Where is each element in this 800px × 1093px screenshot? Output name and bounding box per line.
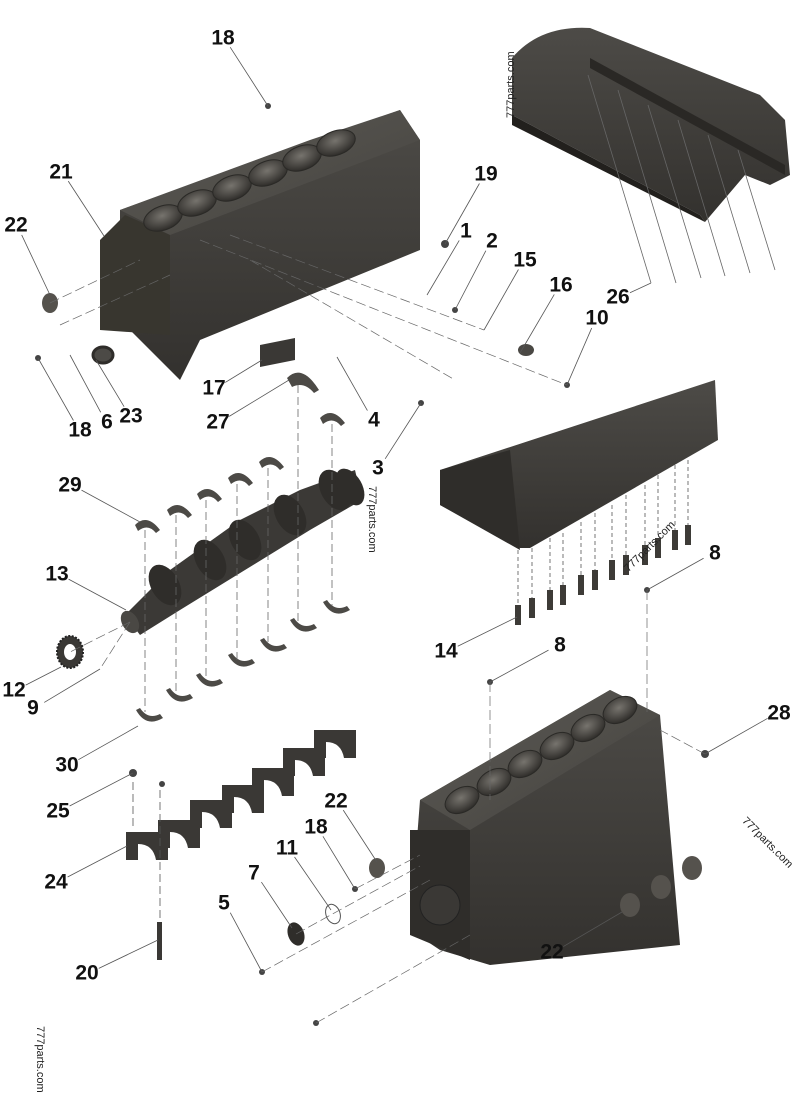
leader-line-13: [68, 578, 127, 611]
callout-label-18[interactable]: 18: [68, 418, 92, 442]
callout-label-29[interactable]: 29: [58, 473, 82, 497]
callout-label-28[interactable]: 28: [767, 701, 791, 725]
upper-bearing-shells: [135, 372, 345, 533]
leader-line-1: [426, 240, 460, 296]
callout-label-22[interactable]: 22: [540, 940, 564, 964]
callout-label-18[interactable]: 18: [211, 26, 235, 50]
leader-line-23: [95, 359, 125, 407]
callout-label-30[interactable]: 30: [55, 753, 79, 777]
leader-line-12: [25, 666, 62, 686]
leader-line-8: [489, 649, 549, 683]
leader-line-18: [37, 357, 74, 421]
leader-line-19: [444, 183, 480, 245]
callout-label-9[interactable]: 9: [27, 696, 39, 720]
leader-line-9: [44, 668, 101, 703]
leader-line-4: [336, 356, 368, 411]
leader-line-16: [519, 294, 555, 354]
callout-label-13[interactable]: 13: [45, 562, 69, 586]
callout-label-1[interactable]: 1: [460, 219, 472, 243]
callout-label-23[interactable]: 23: [119, 404, 143, 428]
callout-label-5[interactable]: 5: [218, 891, 230, 915]
leader-line-17: [225, 359, 263, 383]
callout-label-16[interactable]: 16: [549, 273, 573, 297]
leader-line-21: [67, 180, 105, 237]
leader-line-28: [704, 717, 768, 755]
main-bearing-caps-24: [126, 730, 356, 860]
watermark-text: 777parts.com: [366, 486, 378, 553]
callout-label-26[interactable]: 26: [606, 285, 630, 309]
leader-line-26: [629, 282, 652, 294]
leader-line-18: [229, 46, 269, 107]
callout-label-22[interactable]: 22: [4, 213, 28, 237]
leader-line-5: [229, 912, 263, 973]
callout-label-7[interactable]: 7: [248, 861, 260, 885]
callout-label-4[interactable]: 4: [368, 408, 380, 432]
lower-bearing-shells: [136, 600, 350, 722]
callout-label-3[interactable]: 3: [372, 456, 384, 480]
leader-line-27: [228, 379, 290, 417]
ladder-frame-bolts-26: [587, 74, 776, 284]
leader-line-10: [566, 327, 593, 386]
crank-gear-12: [56, 635, 84, 669]
leader-line-8: [646, 557, 704, 591]
leader-line-30: [78, 725, 139, 761]
callout-label-21[interactable]: 21: [49, 160, 73, 184]
cylinder-block-underside: [440, 380, 718, 550]
callout-label-10[interactable]: 10: [585, 306, 609, 330]
leader-line-22: [563, 911, 623, 947]
leader-line-11: [294, 856, 332, 911]
leader-line-25: [69, 772, 134, 807]
callout-label-15[interactable]: 15: [513, 248, 537, 272]
callout-label-6[interactable]: 6: [101, 410, 113, 434]
watermark-text: 777parts.com: [505, 51, 517, 118]
leader-line-20: [98, 939, 159, 969]
leader-line-15: [483, 269, 519, 331]
callout-label-17[interactable]: 17: [202, 376, 226, 400]
callout-label-2[interactable]: 2: [486, 229, 498, 253]
callout-label-19[interactable]: 19: [474, 162, 498, 186]
leader-line-3: [384, 402, 422, 460]
leader-line-2: [454, 250, 487, 311]
callout-label-8[interactable]: 8: [709, 541, 721, 565]
callout-label-12[interactable]: 12: [2, 678, 26, 702]
callout-label-20[interactable]: 20: [75, 961, 99, 985]
leader-line-29: [81, 489, 141, 523]
callout-label-14[interactable]: 14: [434, 639, 458, 663]
cylinder-block-assembled: [410, 690, 680, 965]
crankshaft: [120, 468, 365, 635]
callout-label-24[interactable]: 24: [44, 870, 68, 894]
leader-line-18: [322, 836, 356, 890]
bearing-alignment-lines: [144, 385, 333, 712]
callout-label-11[interactable]: 11: [275, 836, 299, 860]
callout-label-25[interactable]: 25: [46, 799, 70, 823]
leader-line-14: [457, 616, 518, 647]
cap-bolt-20: [132, 782, 162, 960]
plate-17: [260, 338, 295, 367]
main-bearing-bolts-14: [517, 460, 689, 615]
watermark-text: 777parts.com: [34, 1026, 46, 1093]
bolt-heads-14: [515, 525, 691, 625]
leader-lines: [21, 46, 768, 973]
expansion-plugs-22: [42, 293, 702, 917]
callout-label-27[interactable]: 27: [206, 410, 230, 434]
callout-label-22[interactable]: 22: [324, 789, 348, 813]
callout-label-18[interactable]: 18: [304, 815, 328, 839]
cylinder-block-upper: [100, 110, 420, 380]
leader-line-22: [21, 234, 51, 296]
leader-line-6: [69, 354, 102, 413]
leader-line-22: [342, 809, 378, 863]
exploded-parts-diagram: [21, 27, 790, 1026]
leader-line-7: [261, 881, 293, 929]
leader-line-24: [67, 845, 128, 878]
ladder-frame: [512, 27, 790, 222]
callout-label-8[interactable]: 8: [554, 633, 566, 657]
assembly-lines: [49, 234, 706, 1024]
